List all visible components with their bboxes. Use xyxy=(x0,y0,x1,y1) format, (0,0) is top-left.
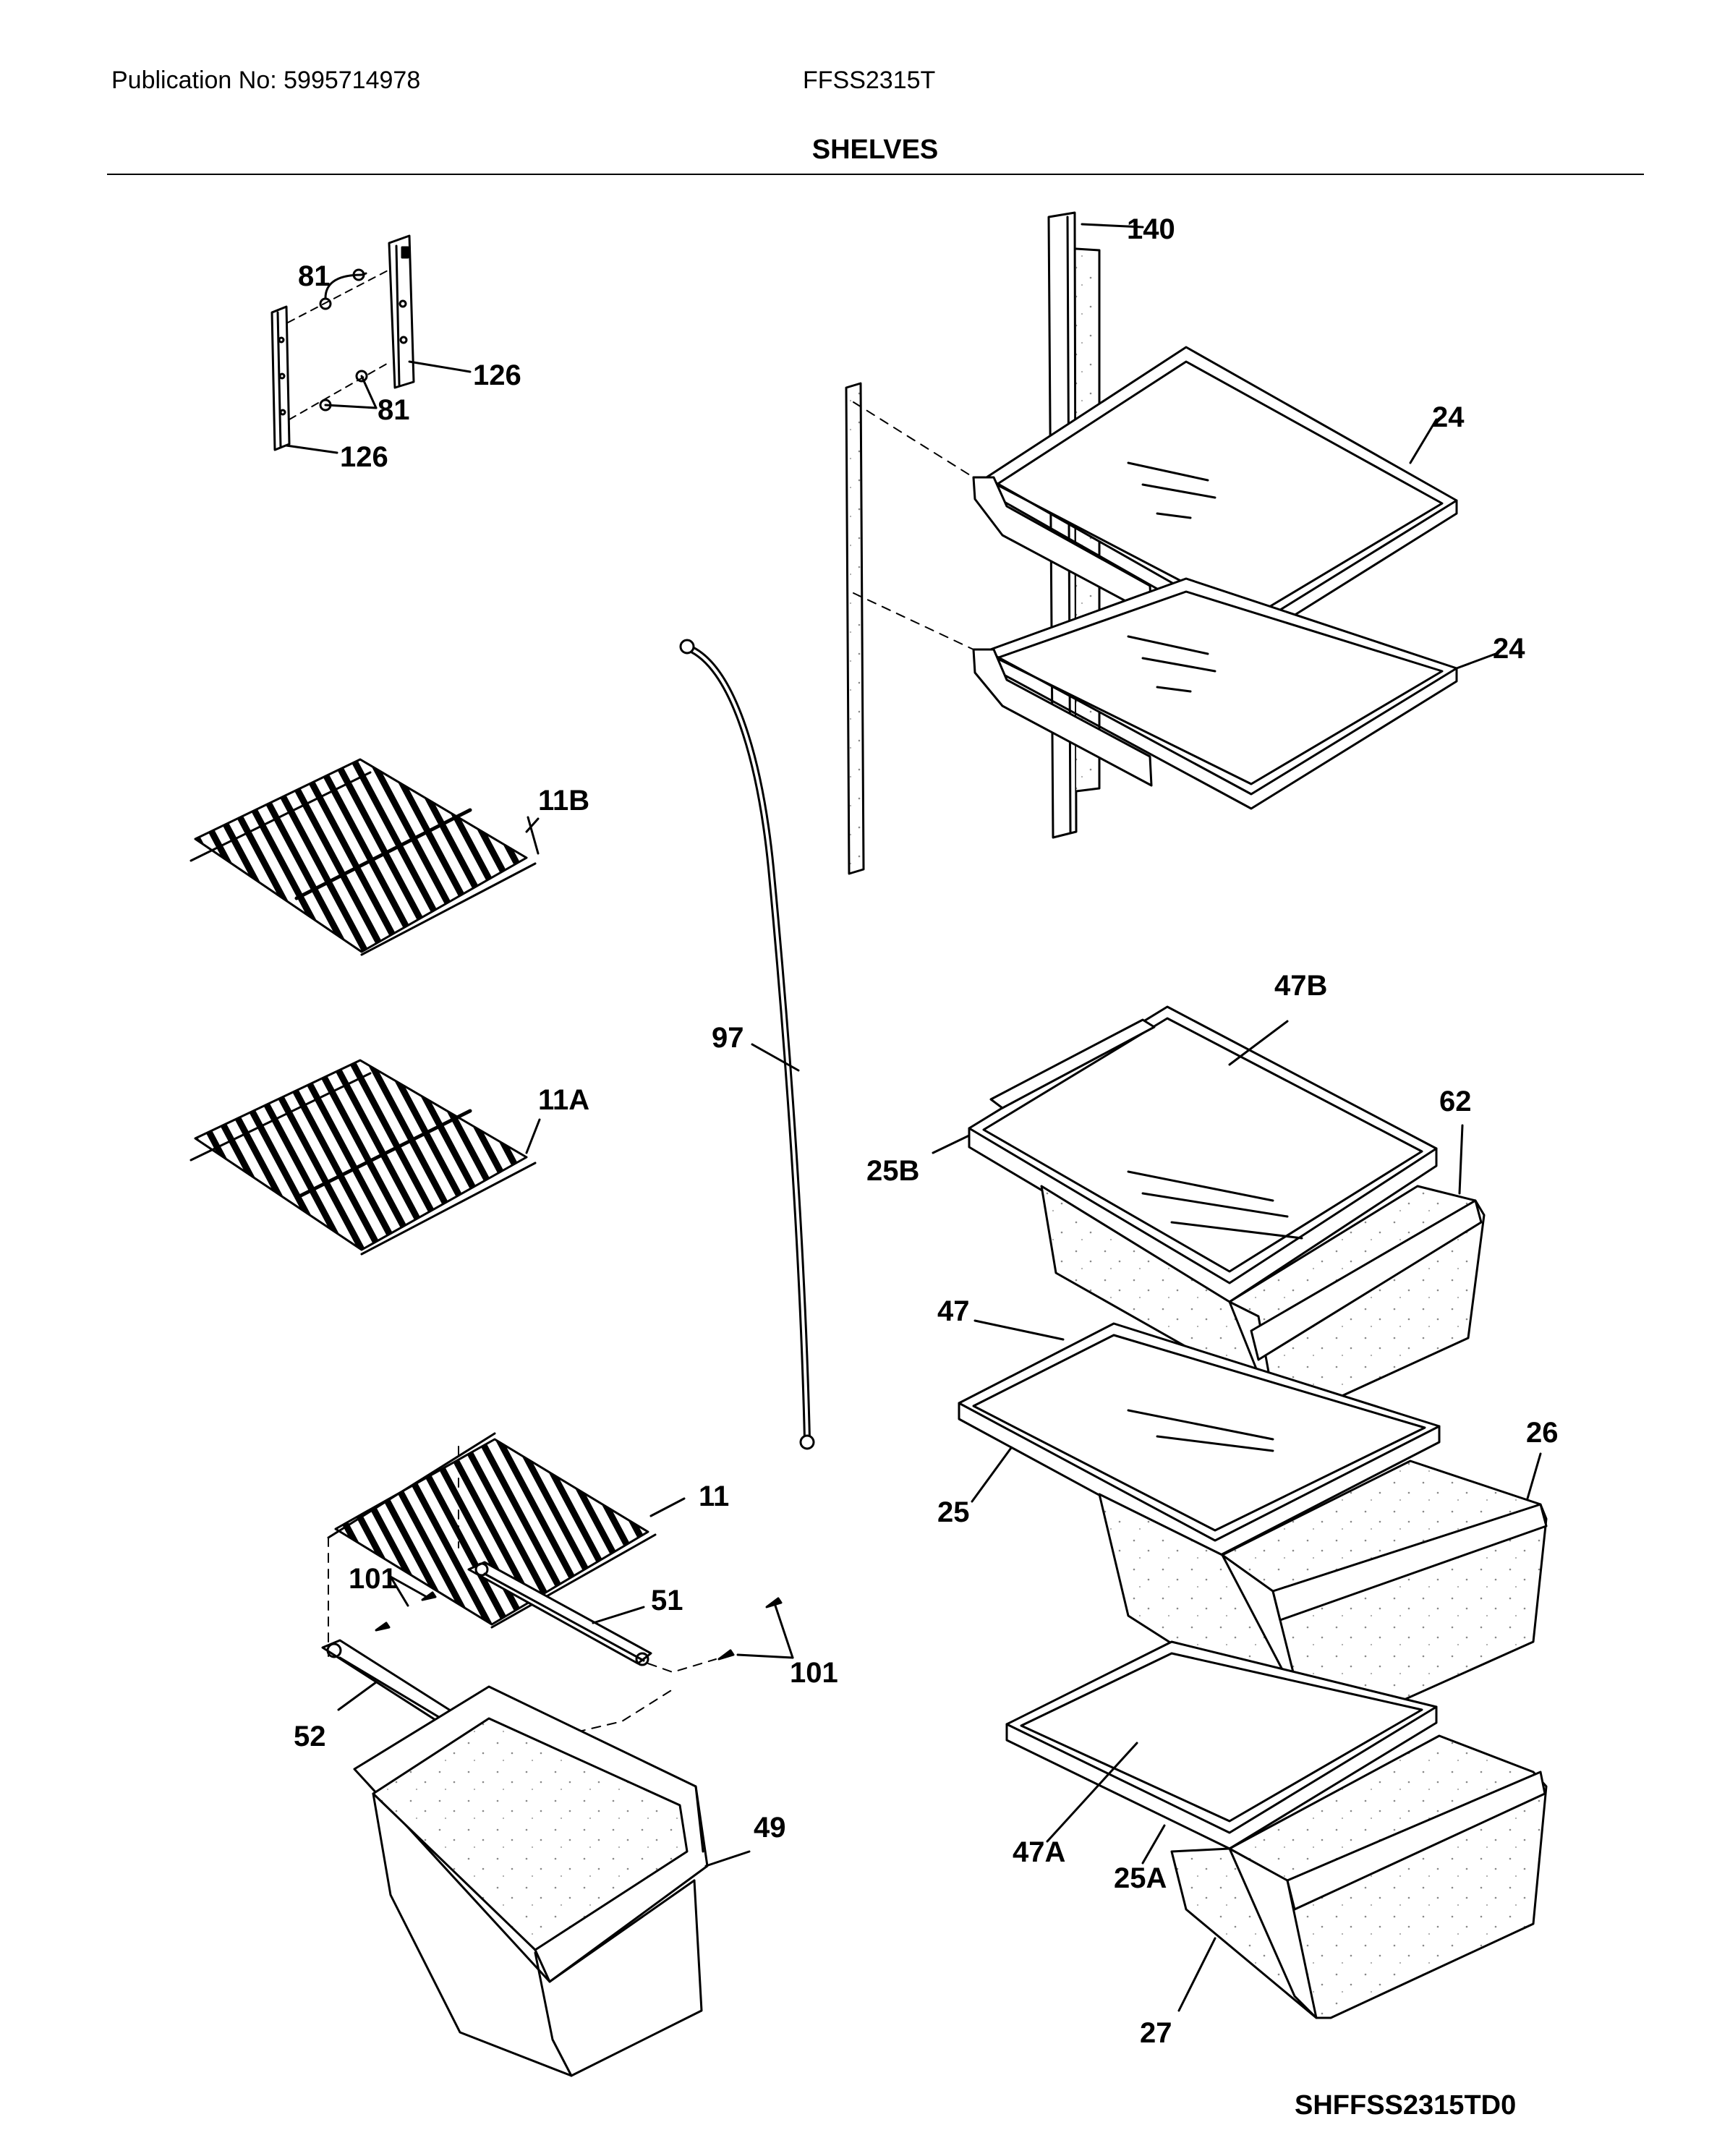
wire-shelf-11 xyxy=(327,1432,686,1657)
callout-101-left: 101 xyxy=(349,1563,397,1595)
callout-47a: 47A xyxy=(1013,1836,1065,1868)
callout-24-upper: 24 xyxy=(1432,401,1465,433)
callout-47b: 47B xyxy=(1274,970,1327,1002)
callout-25b: 25B xyxy=(866,1155,919,1187)
callout-81-upper: 81 xyxy=(298,260,331,292)
callout-11a: 11A xyxy=(538,1084,589,1116)
callout-81-lower: 81 xyxy=(378,394,410,426)
wire-shelf-11a xyxy=(189,1059,541,1256)
callout-11: 11 xyxy=(699,1480,729,1512)
callout-24-lower: 24 xyxy=(1493,633,1525,665)
callout-27: 27 xyxy=(1140,2017,1172,2049)
callout-11b: 11B xyxy=(538,785,589,817)
bracket-126-left xyxy=(270,305,291,451)
crisper-drawer-62 xyxy=(1040,1124,1486,1419)
callout-52: 52 xyxy=(294,1721,326,1752)
callout-126-lower: 126 xyxy=(340,441,388,473)
vegetable-pan-27 xyxy=(1170,1734,1548,2019)
callout-126-upper: 126 xyxy=(473,359,521,391)
callout-25a: 25A xyxy=(1114,1862,1167,1894)
shelf-rail-left xyxy=(845,382,865,875)
sheet-code: SHFFSS2315TD0 xyxy=(1295,2090,1517,2121)
glass-shelf-24-lower xyxy=(853,577,1497,810)
callout-26: 26 xyxy=(1526,1417,1559,1449)
shelf-rail-51 xyxy=(467,1561,717,1673)
callout-49: 49 xyxy=(754,1812,786,1844)
screws-101 xyxy=(375,1575,794,1661)
callout-97: 97 xyxy=(712,1022,744,1054)
callout-101-right: 101 xyxy=(790,1657,838,1689)
callout-51: 51 xyxy=(651,1585,683,1616)
callout-labels: 81 81 126 126 140 24 24 11B 11A 97 47B 6… xyxy=(294,213,1559,2049)
model-number: FFSS2315T xyxy=(803,67,936,94)
tube-97 xyxy=(679,639,815,1450)
callout-25: 25 xyxy=(937,1496,970,1528)
callout-62: 62 xyxy=(1439,1086,1472,1117)
header-rule xyxy=(107,174,1644,175)
callout-140: 140 xyxy=(1127,213,1175,245)
bracket-126-right xyxy=(388,234,415,389)
wire-shelf-11b xyxy=(189,758,540,956)
door-bin-49 xyxy=(353,1685,751,2077)
callout-47: 47 xyxy=(937,1295,970,1327)
page-title: SHELVES xyxy=(811,135,939,165)
screws-81 xyxy=(287,268,391,420)
publication-number: Publication No: 5995714978 xyxy=(111,67,421,94)
